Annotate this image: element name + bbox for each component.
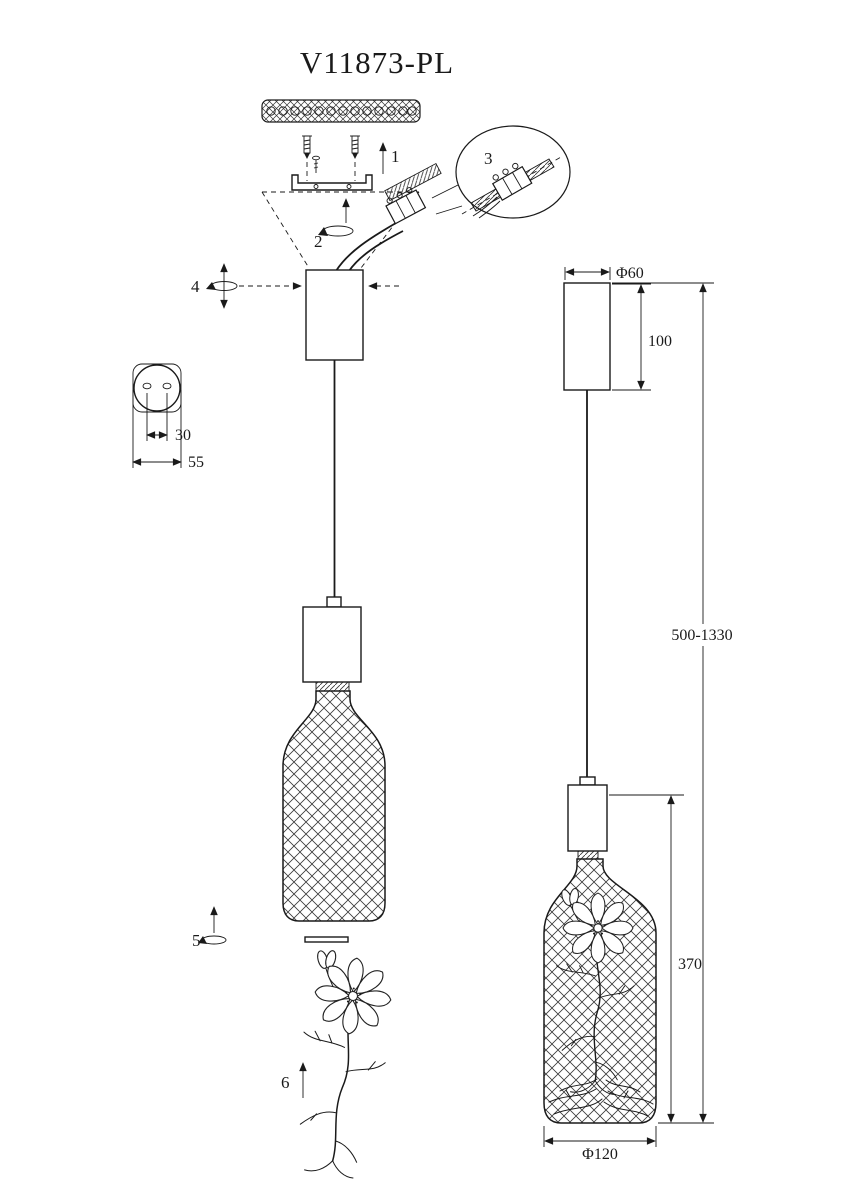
dim-overall-height: 500-1330 <box>612 282 744 1124</box>
page-title: V11873-PL <box>300 45 454 80</box>
canopy-dim-view <box>563 282 611 391</box>
flower-decoration <box>288 947 398 1181</box>
dim-shade-diameter: Φ120 <box>543 1126 657 1163</box>
dim-overall-height-label: 500-1330 <box>671 627 732 644</box>
dim-shade-height: 370 <box>609 794 702 1123</box>
detail-bubble-3: 3 <box>431 125 571 219</box>
step-2: 2 <box>314 198 354 251</box>
step-4-label: 4 <box>191 277 200 296</box>
step-6: 6 <box>281 1062 307 1098</box>
step-2-label: 2 <box>314 232 323 251</box>
dim-canopy-diameter-label: Φ60 <box>616 265 644 282</box>
crystal-beads <box>266 106 417 116</box>
rotation-icon <box>322 225 354 237</box>
step-1: 1 <box>379 142 400 174</box>
step-5: 5 <box>192 906 227 950</box>
dimension-drawing: Φ60 100 500-1330 370 Φ120 <box>543 265 744 1163</box>
lamp-holder-dim-view <box>567 776 608 860</box>
anchor-screw-left <box>302 135 312 181</box>
dim-shade-diameter-label: Φ120 <box>582 1146 618 1163</box>
step-6-label: 6 <box>281 1073 290 1092</box>
supply-wires <box>335 222 404 272</box>
glass-disc <box>304 936 349 943</box>
step-1-label: 1 <box>391 147 400 166</box>
dim-bracket-hole-spacing: 30 <box>175 427 191 444</box>
mounting-bracket <box>291 155 373 191</box>
dim-bracket-width: 55 <box>188 454 204 471</box>
shade-foliage <box>548 1078 654 1117</box>
lamp-holder <box>302 596 362 692</box>
step-4: 4 <box>191 263 399 309</box>
ceiling-plate <box>261 99 421 123</box>
canopy <box>305 269 364 361</box>
step-5-label: 5 <box>192 931 201 950</box>
bracket-screw-icon <box>312 155 320 173</box>
mesh-shade <box>282 690 386 922</box>
dim-shade-height-label: 370 <box>678 956 702 973</box>
terminal-block-detail <box>491 162 533 201</box>
dim-canopy-height: 100 <box>612 283 672 391</box>
anchor-screw-right <box>350 135 360 181</box>
step-3-label: 3 <box>484 149 493 168</box>
dim-canopy-diameter: Φ60 <box>564 265 644 282</box>
dim-canopy-height-label: 100 <box>648 333 672 350</box>
terminal-block <box>384 162 442 225</box>
bracket-side-view: 30 55 <box>132 363 204 471</box>
